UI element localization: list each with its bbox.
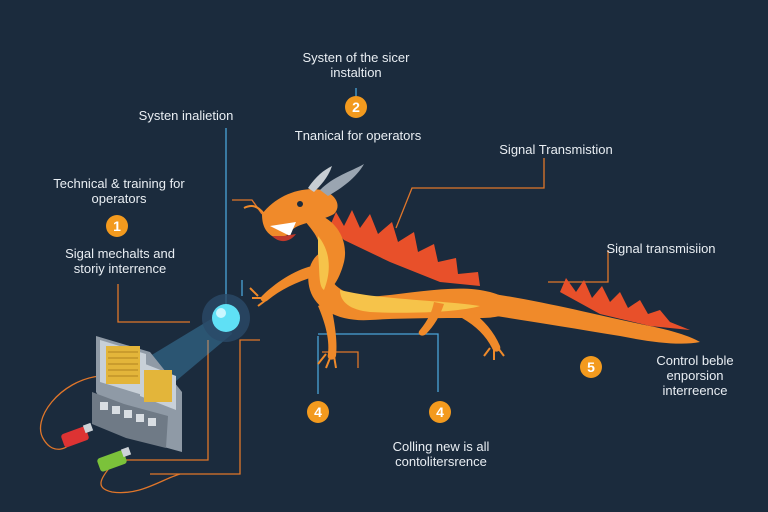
control-console: [92, 336, 182, 452]
badge-1: 1: [113, 218, 121, 234]
plug-red: [61, 422, 94, 448]
label-technical-operators: Tnanical for operators: [294, 128, 422, 143]
label-bottom-center: Colling new is all contolitersrence: [392, 439, 490, 469]
leader-lines: [39, 88, 609, 494]
badge-2: 2: [352, 99, 360, 115]
label-top-center: Systen of the sicer instaltion: [302, 50, 410, 80]
dragon-illustration: [243, 164, 700, 369]
leader-console-wire: [150, 339, 260, 475]
badge-markers: [106, 96, 602, 423]
label-signal-mechanics: Sigal mechalts and storiy interrence: [65, 246, 175, 276]
leader-console-wire2: [120, 340, 209, 461]
label-signal-transmission-2: Signal transmisiion: [606, 241, 716, 256]
badge-4b: 4: [436, 404, 444, 420]
label-system-install: Systen inalietion: [138, 108, 234, 123]
leader-signal-mech: [117, 284, 190, 323]
label-technical-training: Technical & training for operators: [53, 176, 185, 206]
cable-bottom: [100, 459, 181, 494]
badge-5: 5: [587, 359, 595, 375]
label-control: Control beble enporsion interreence: [656, 353, 734, 398]
label-signal-transmission: Signal Transmistion: [499, 142, 613, 157]
leader-signal-trans: [395, 158, 545, 229]
leader-badge4b: [318, 333, 439, 392]
plug-green: [97, 446, 132, 472]
signal-orb: [202, 294, 250, 342]
cable-left: [39, 375, 101, 450]
badge-4a: 4: [314, 404, 322, 420]
